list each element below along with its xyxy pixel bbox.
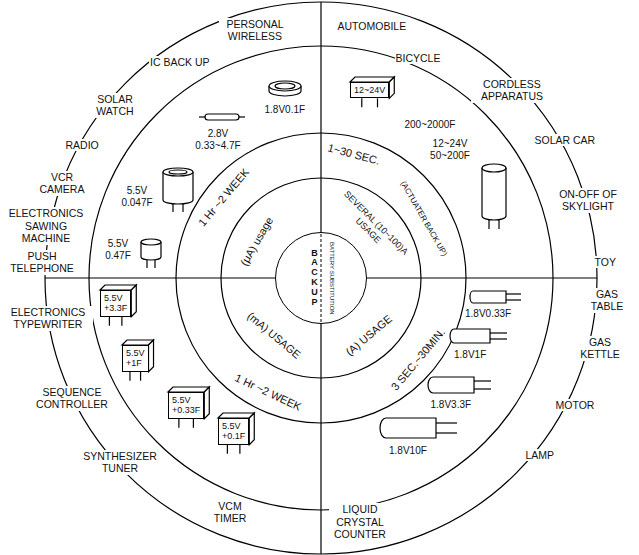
can-capacitor (163, 168, 193, 212)
ring-label: (μA) usage (237, 214, 276, 269)
application-label: LIQUID CRYSTAL COUNTER (329, 503, 391, 541)
cylinder-capacitor (450, 329, 507, 343)
application-label: SOLAR CAR (534, 134, 597, 147)
capacitor-lead (121, 317, 122, 326)
capacitor-spec: 5.5V +0.33F (172, 395, 200, 416)
cylinder-capacitor (428, 377, 491, 393)
ring-label: (mA) USAGE (243, 308, 303, 361)
application-label: ELECTRONICS SAWING MACHINE (1, 207, 91, 245)
divider-line (320, 2, 321, 232)
application-label: VCR CAMERA (36, 171, 88, 196)
ring-label: (A) USAGE (343, 311, 396, 359)
capacitor-box: 5.5V +0.33F (168, 392, 204, 419)
box-side-face (249, 413, 254, 445)
center-subtext: BATTERY SUBSTITUTION (328, 241, 335, 314)
capacitor-lead (178, 419, 179, 428)
ring-label: 1 Hr ~2 WEEK (232, 371, 304, 414)
application-label: MOTOR (555, 399, 596, 412)
capacitor-lead (129, 372, 130, 381)
capacitor-lead (140, 372, 141, 381)
dashed-divider (321, 234, 322, 322)
ring-label: 1~30 SEC. (325, 141, 382, 168)
capacitor-spec: 1.8V0.1F (264, 104, 307, 116)
capacitor-spec: 200~2000F (404, 119, 457, 131)
capacitor-spec: 12~24V 50~200F (424, 138, 476, 162)
capacitor-spec: 5.5V 0.47F (99, 238, 137, 262)
capacitor-box: 5.5V +3.3F (100, 290, 131, 317)
can-capacitor (141, 239, 161, 268)
application-label: IC BACK UP (149, 56, 211, 69)
application-label: CORDLESS APPARATUS (471, 78, 553, 103)
capacitor-box: 12~24V (350, 82, 389, 98)
application-label: SOLAR WATCH (84, 93, 146, 118)
application-label: PUSH TELEPHONE (5, 250, 79, 275)
application-label: LAMP (525, 449, 556, 462)
application-label: RADIO (65, 139, 100, 152)
application-label: GAS KETTLE (574, 336, 626, 361)
coin-capacitor (269, 81, 301, 96)
application-label: SYNTHESIZER TUNER (77, 450, 163, 475)
capacitor-lead (193, 419, 194, 428)
dashed-divider (275, 232, 367, 324)
divider-line (367, 277, 597, 278)
capacitor-lead (109, 317, 110, 326)
capacitor-spec: 2.8V 0.33~4.7F (187, 128, 249, 152)
cylinder-capacitor (482, 164, 506, 229)
application-label: AUTOMOBILE (337, 20, 408, 33)
capacitor-spec: 5.5V 0.047F (116, 185, 158, 209)
capacitor-spec: 5.5V +3.3F (104, 293, 127, 314)
center-circle: BACK UP BATTERY SUBSTITUTION (275, 232, 367, 324)
capacitor-lead (377, 98, 378, 107)
capacitor-lead (361, 98, 362, 107)
application-label: PERSONAL WIRELESS (219, 18, 291, 43)
capacitor-spec: 1.8V3.3F (430, 399, 473, 411)
capacitor-lead (227, 445, 228, 454)
ring-label: 1 Hr ~2 WEEK (195, 165, 253, 230)
application-label: VCM TIMER (207, 500, 253, 525)
center-text: BACK UP (310, 249, 319, 308)
box-side-face (389, 77, 394, 98)
application-label: TOY (594, 256, 617, 269)
outer-ring (45, 2, 597, 554)
application-label: ON-OFF OF SKYLIGHT (552, 188, 624, 213)
capacitor-spec: 1.8V0.33F (464, 308, 512, 320)
capacitor-box: 5.5V +0.1F (218, 418, 249, 445)
cylinder-capacitor (380, 418, 457, 438)
box-side-face (149, 340, 154, 372)
application-label: GAS TABLE (584, 288, 630, 313)
capacitor-box: 5.5V +1F (122, 345, 149, 372)
divider-line (320, 324, 321, 554)
box-side-face (204, 387, 209, 419)
capacitor-spec: 12~24V (354, 85, 385, 95)
cylinder-capacitor (470, 291, 521, 303)
divider-line (45, 277, 275, 278)
capacitor-spec: 5.5V +1F (126, 348, 145, 369)
capacitor-spec: 1.8V1F (453, 349, 487, 361)
capacitor-lead (239, 445, 240, 454)
flat-capacitor (199, 114, 245, 120)
box-side-face (131, 285, 136, 317)
application-label: SEQUENCE CONTROLLER (29, 386, 115, 411)
application-label: BICYCLE (395, 52, 442, 65)
capacitor-spec: 5.5V +0.1F (222, 421, 245, 442)
application-label: ELECTRONICS TYPEWRITER (3, 306, 93, 331)
capacitor-spec: 1.8V10F (388, 445, 428, 457)
ring-label: 3 SEC.~30MIN. (388, 325, 449, 394)
